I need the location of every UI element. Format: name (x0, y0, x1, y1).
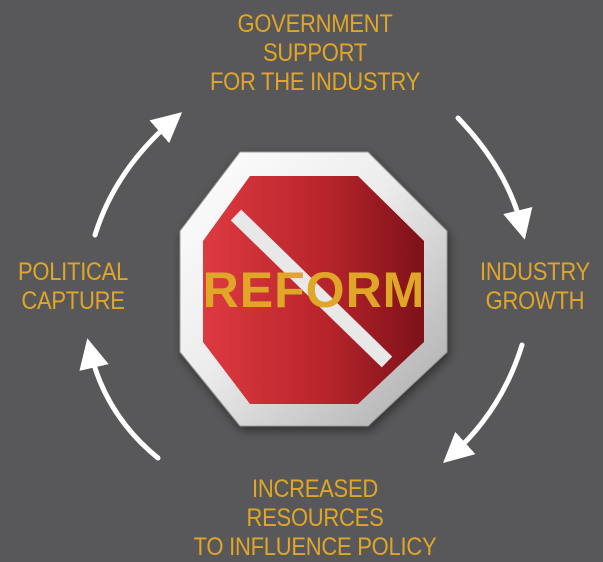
node-political-capture-line-1: POLITICAL (17, 258, 129, 286)
arrow-top-to-right (455, 115, 533, 240)
node-government-support-line-2: SUPPORT (262, 39, 368, 67)
node-industry-growth-line-2: GROWTH (485, 287, 585, 315)
node-political-capture: POLITICAL CAPTURE (0, 258, 148, 316)
node-government-support-line-3: FOR THE INDUSTRY (209, 68, 421, 96)
node-government-support-line-1: GOVERNMENT (237, 10, 393, 38)
prohibition-slash (230, 209, 393, 368)
node-increased-resources-line-1: INCREASED (251, 475, 378, 503)
node-increased-resources-line-3: TO INFLUENCE POLICY (193, 533, 437, 561)
node-increased-resources: INCREASED RESOURCES TO INFLUENCE POLICY (143, 475, 486, 562)
node-political-capture-line-2: CAPTURE (21, 287, 125, 315)
arrow-left-to-top (92, 112, 183, 238)
node-government-support: GOVERNMENT SUPPORT FOR THE INDUSTRY (170, 10, 460, 97)
reform-label: REFORM (203, 262, 426, 318)
node-industry-growth-line-1: INDUSTRY (480, 258, 590, 286)
node-increased-resources-line-2: RESOURCES (246, 504, 384, 532)
arrow-bottom-to-left (79, 338, 161, 461)
arrow-right-to-bottom (443, 342, 525, 464)
node-industry-growth: INDUSTRY GROWTH (460, 258, 603, 316)
